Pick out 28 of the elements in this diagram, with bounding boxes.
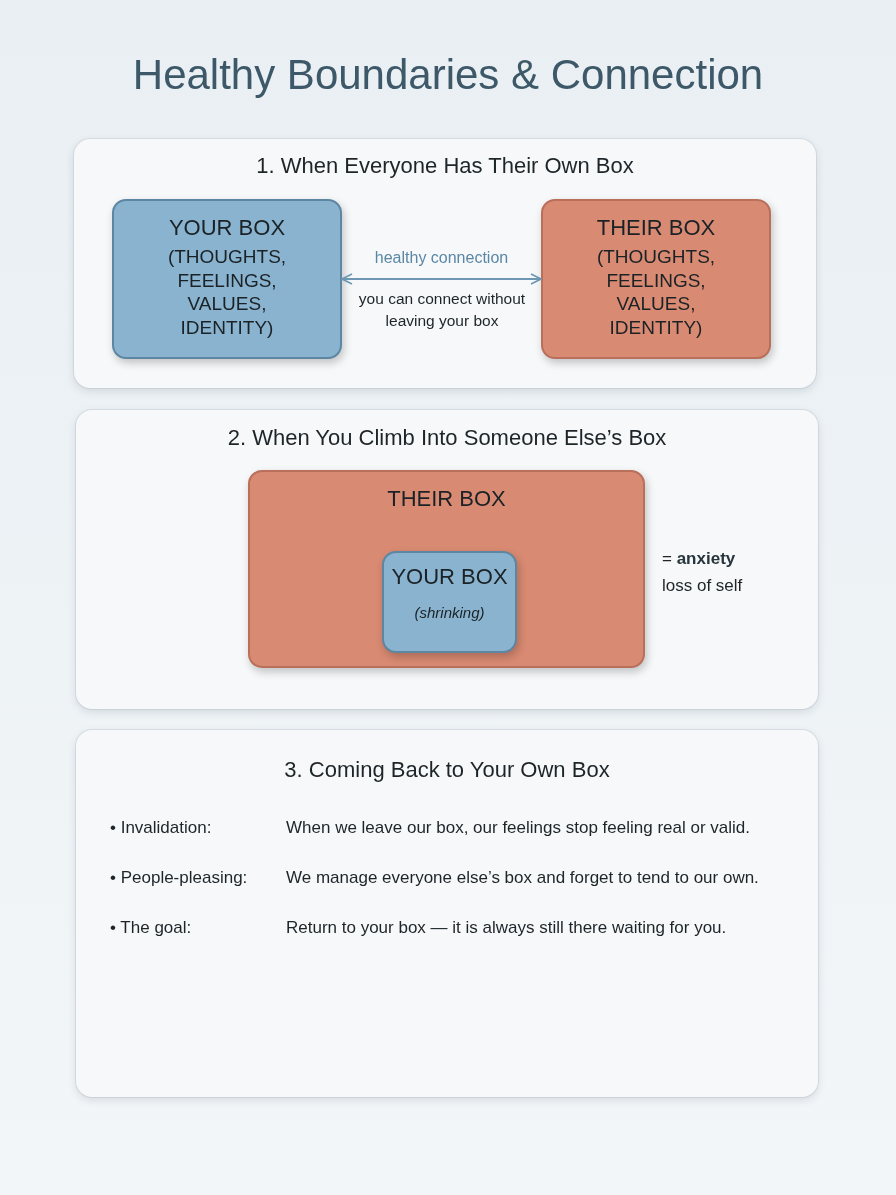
section-card: [76, 410, 818, 709]
box-description: (THOUGHTS, FEELINGS, VALUES, IDENTITY): [166, 245, 288, 339]
section-card: [74, 139, 816, 388]
double-arrow: [341, 273, 542, 285]
box-label: THEIR BOX: [596, 215, 716, 241]
box-label: YOUR BOX: [391, 564, 508, 590]
bullet-term: • People-pleasing:: [110, 867, 249, 889]
box-description: (shrinking): [413, 604, 486, 622]
concept-box: [248, 470, 645, 668]
concept-box: [382, 551, 517, 653]
bullet-description: When we leave our box, our feelings stop feeling real or valid.: [286, 817, 751, 839]
section-heading: 1. When Everyone Has Their Own Box: [255, 153, 635, 179]
box-label: YOUR BOX: [168, 215, 286, 241]
section-card: [76, 730, 818, 1097]
edge-label: healthy connection: [374, 248, 509, 268]
bullet-term: • Invalidation:: [110, 817, 213, 839]
section-heading: 3. Coming Back to Your Own Box: [283, 757, 611, 783]
bullet-description: We manage everyone else’s box and forget to tend to our own.: [286, 867, 759, 889]
box-description: (THOUGHTS, FEELINGS, VALUES, IDENTITY): [595, 245, 717, 339]
bullet-term: • The goal:: [110, 917, 193, 939]
bullet-description: Return to your box — it is always still there waiting for you.: [286, 917, 728, 939]
connection-note: you can connect without leaving your box: [357, 289, 527, 331]
side-note: = anxiety loss of self: [662, 548, 744, 597]
box-label: THEIR BOX: [387, 486, 506, 512]
concept-box: [112, 199, 342, 359]
page-title: Healthy Boundaries & Connection: [131, 50, 765, 100]
section-heading: 2. When You Climb Into Someone Else’s Box: [226, 425, 668, 451]
concept-box: [541, 199, 771, 359]
